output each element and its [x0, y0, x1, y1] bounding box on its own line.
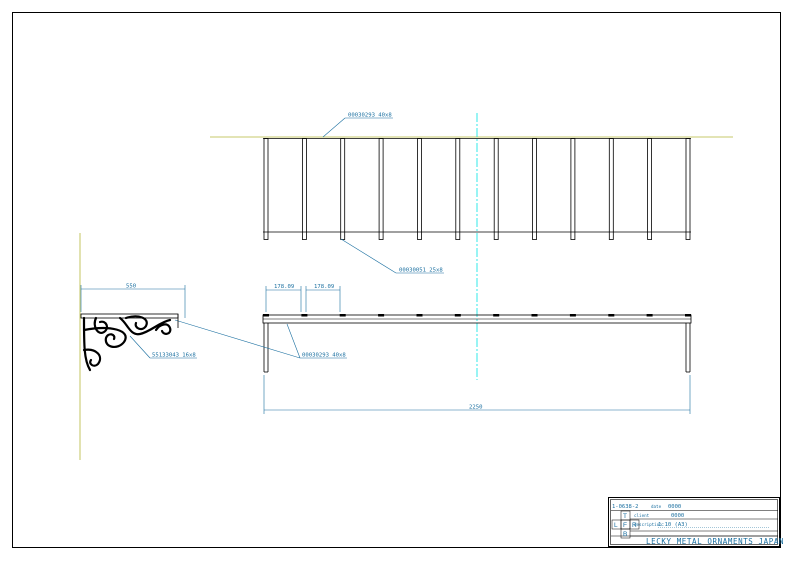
- overall-length-label: 2250: [469, 405, 482, 411]
- spacing-dimensions: 178.09 178.09: [265, 284, 341, 312]
- cross-letter-front: F: [623, 522, 627, 529]
- view-cross-symbol: T L F R B: [611, 510, 640, 539]
- picket: [532, 138, 537, 240]
- picket-mark: [608, 314, 615, 317]
- picket-mark: [685, 314, 691, 317]
- bracket-scroll: [82, 315, 172, 372]
- picket: [455, 138, 461, 240]
- picket: [378, 138, 384, 240]
- callout-top-rail: 00030293 40x8: [322, 113, 393, 138]
- company-name: LECKY METAL ORNAMENTS JAPAN: [646, 537, 784, 546]
- picket-mark: [493, 314, 500, 317]
- sheet-border: [12, 12, 781, 548]
- picket-mark: [646, 314, 653, 317]
- field-2-label: client: [634, 513, 650, 518]
- scale-value: 1:10 (A3): [658, 522, 688, 528]
- callout-pickets: 00030051 25x8: [340, 238, 444, 274]
- picket-mark: [263, 314, 269, 317]
- field-2-value: 0000: [671, 513, 684, 519]
- picket-mark: [339, 314, 346, 317]
- cross-letter-right: R: [632, 522, 637, 529]
- picket: [493, 138, 499, 240]
- picket: [301, 138, 307, 240]
- picket-mark: [454, 314, 461, 317]
- drawing-number: 1-0638-2: [612, 504, 639, 510]
- bracket-side-view: 550 55133043 16x8: [79, 233, 197, 460]
- scale-label: description: [634, 522, 662, 527]
- callout-front-rail-label: 00030293 40x8: [302, 353, 346, 359]
- overall-dimension: 2250: [263, 375, 691, 414]
- picket-mark: [531, 314, 538, 317]
- spacing-1-label: 178.09: [274, 284, 294, 290]
- bracket-width-label: 550: [126, 284, 136, 290]
- title-block: 1-0638-2 date 0000 client 0000 descripti…: [608, 497, 784, 547]
- spacing-2-label: 178.09: [314, 284, 334, 290]
- picket: [417, 138, 422, 240]
- picket-mark: [301, 314, 308, 317]
- picket-mark: [378, 314, 385, 317]
- cross-letter-left: L: [614, 522, 618, 529]
- picket: [647, 138, 652, 240]
- cross-letter-top: T: [623, 513, 627, 520]
- callout-bracket-scroll-label: 55133043 16x8: [152, 353, 196, 359]
- callout-pickets-label: 00030051 25x8: [399, 268, 443, 274]
- picket-mark: [569, 314, 576, 317]
- picket: [570, 138, 576, 240]
- front-view: [262, 314, 692, 373]
- callout-top-rail-label: 00030293 40x8: [348, 113, 392, 119]
- top-elevation-view: [210, 136, 733, 240]
- picket: [263, 138, 269, 240]
- callout-front-rail: 00030293 40x8: [174, 319, 347, 359]
- field-1-value: 0000: [668, 504, 681, 510]
- picket: [685, 138, 691, 240]
- field-1-label: date: [651, 504, 662, 509]
- picket-group: [263, 138, 691, 240]
- picket: [340, 138, 346, 240]
- cross-letter-bottom: B: [623, 531, 627, 538]
- picket-mark: [416, 314, 423, 317]
- picket-mark-group: [263, 314, 691, 317]
- picket: [608, 138, 614, 240]
